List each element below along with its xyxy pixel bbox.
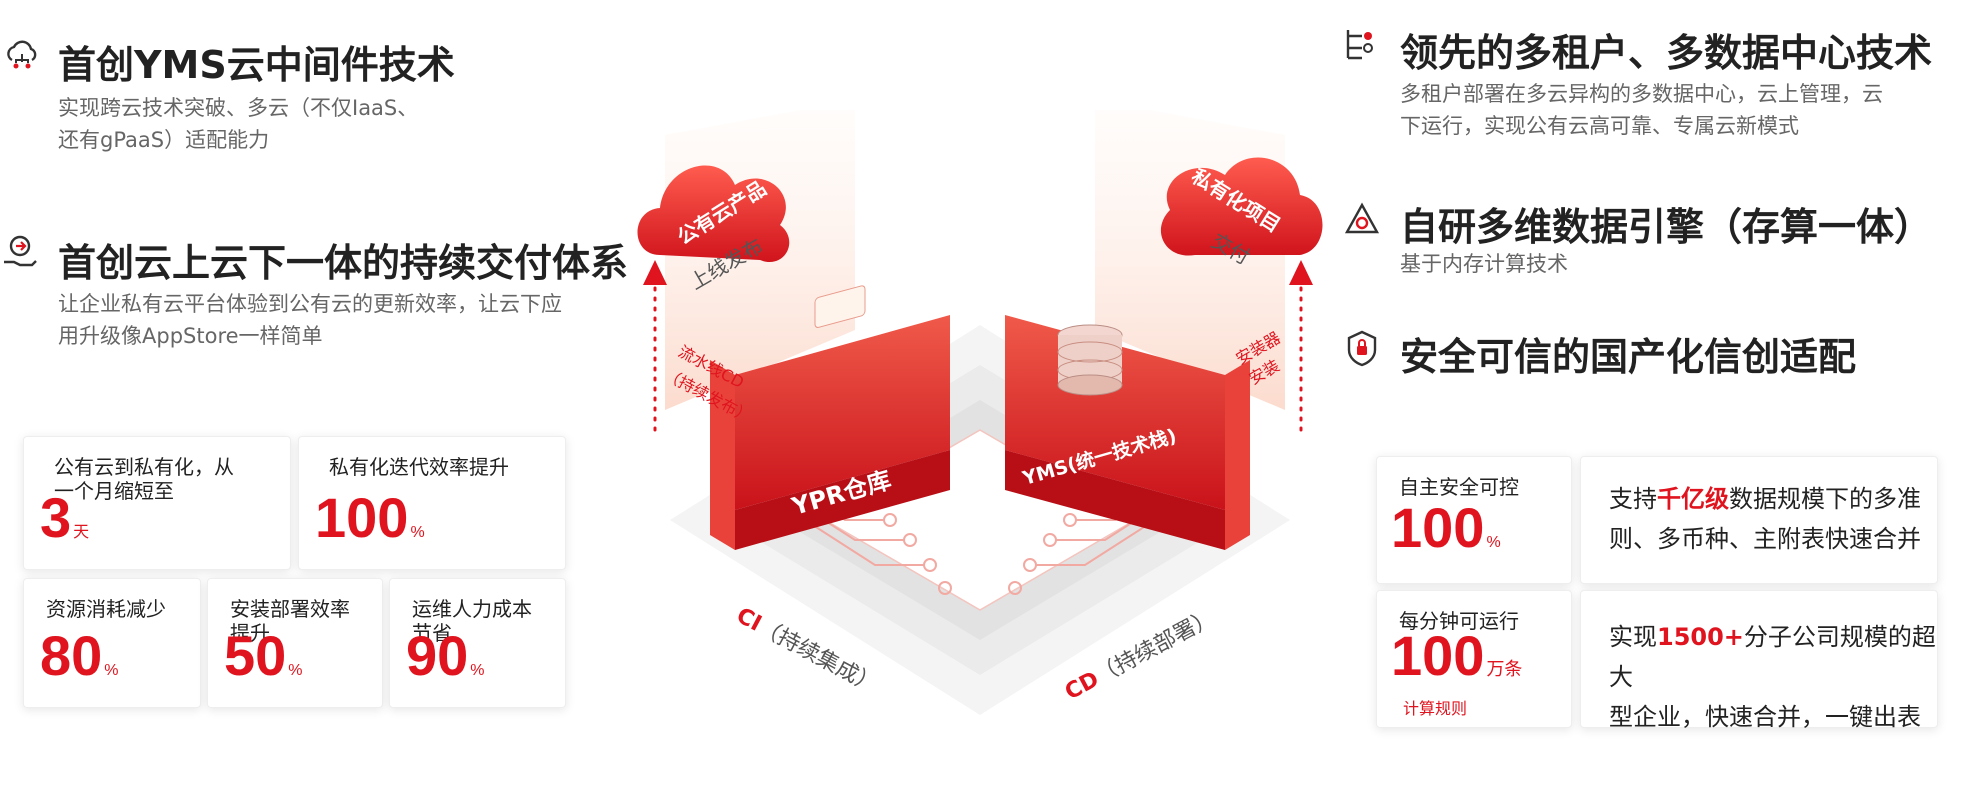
private-cloud-icon: 私有化项目 — [1160, 157, 1323, 256]
stat-value: 100% — [315, 486, 425, 549]
highlight-note: 支持千亿级数据规模下的多准 则、多币种、主附表快速合并 — [1609, 485, 1921, 553]
public-cloud-icon: 公有云产品 — [637, 165, 790, 262]
delivery-diagram: YPR仓库 YMS(统一技术栈) 流水线CD （持续发布） 安装器 安装 公有云… — [637, 110, 1323, 715]
stat-card: 安装部署效率 提升 50% — [207, 578, 383, 708]
feature-title: 首创云上云下一体的持续交付体系 — [58, 241, 629, 285]
stat-card: 自主安全可控 100% — [1376, 456, 1572, 584]
stat-card: 运维人力成本 节省 90% — [389, 578, 566, 708]
highlight-note: 实现1500+分子公司规模的超大 型企业，快速合并，一键出表 — [1609, 623, 1936, 731]
stat-card: 私有化迭代效率提升 100% — [298, 436, 566, 570]
highlight-note-card: 实现1500+分子公司规模的超大 型企业，快速合并，一键出表 — [1580, 590, 1938, 731]
stat-label: 资源消耗减少 — [46, 597, 166, 621]
stat-label: 自主安全可控 — [1399, 475, 1519, 499]
stat-sub-label: 计算规则 — [1403, 699, 1468, 718]
ypr-repository-block: YPR仓库 — [710, 285, 950, 550]
feature-title: 首创YMS云中间件技术 — [58, 43, 455, 87]
arrow-left-up — [643, 260, 667, 432]
stat-value: 90% — [406, 624, 485, 687]
feature-desc: 多租户部署在多云异构的多数据中心，云上管理，云 下运行，实现公有云高可靠、专属云… — [1400, 82, 1883, 138]
tenant-tree-icon — [1346, 30, 1373, 60]
stat-label: 安装部署效率 提升 — [230, 597, 350, 645]
stat-label: 公有云到私有化，从 一个月缩短至 — [54, 455, 234, 503]
engine-triangle-icon — [1344, 202, 1380, 234]
highlight-note-card: 支持千亿级数据规模下的多准 则、多币种、主附表快速合并 — [1580, 456, 1938, 584]
stat-label: 每分钟可运行 — [1399, 609, 1519, 633]
stat-value: 100% — [1391, 496, 1501, 559]
feature-title: 自研多维数据引擎（存算一体） — [1400, 205, 1933, 249]
stat-value: 50% — [224, 624, 303, 687]
yms-stack-block: YMS(统一技术栈) — [1005, 315, 1250, 550]
feature-desc: 基于内存计算技术 — [1400, 252, 1568, 276]
delivery-hand-icon — [4, 235, 37, 267]
stat-label: 私有化迭代效率提升 — [329, 455, 509, 479]
feature-title: 安全可信的国产化信创适配 — [1400, 335, 1857, 379]
feature-desc: 让企业私有云平台体验到公有云的更新效率，让云下应 用升级像AppStore一样简… — [58, 292, 562, 348]
feature-title: 领先的多租户、多数据中心技术 — [1400, 31, 1933, 75]
cloud-network-icon — [7, 40, 37, 69]
stat-label: 运维人力成本 节省 — [412, 597, 532, 645]
stat-value: 80% — [40, 624, 119, 687]
stat-card: 资源消耗减少 80% — [23, 578, 201, 708]
feature-desc: 实现跨云技术突破、多云（不仅IaaS、 还有gPaaS）适配能力 — [58, 96, 419, 152]
shield-lock-icon — [1347, 330, 1377, 367]
arrow-right-up — [1289, 260, 1313, 432]
database-icon — [1057, 324, 1123, 396]
